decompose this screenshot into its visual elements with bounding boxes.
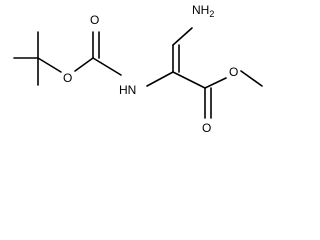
bond-carbonyl-to-nh — [92, 57, 122, 76]
carbamate-single-oxygen-label: O — [63, 71, 72, 85]
chemical-structure: NH2 HN O O O O — [13, 3, 263, 135]
bond-oxygen-to-carbonyl — [74, 57, 94, 72]
ester-single-oxygen-label: O — [229, 65, 238, 79]
ester-double-oxygen-label: O — [202, 121, 211, 135]
amine-label: NH2 — [192, 3, 214, 19]
bond-ester-to-oxygen — [204, 77, 227, 89]
bond-nh-to-alpha-carbon — [146, 71, 174, 87]
bond-alpha-to-ester-carbon — [172, 71, 206, 89]
bond-tbu-to-oxygen — [37, 57, 62, 73]
amine-subscript-text: 2 — [209, 9, 214, 19]
amide-nh-label: HN — [119, 83, 136, 97]
carbamate-double-oxygen-label: O — [90, 13, 99, 27]
bond-oxygen-to-methyl — [240, 70, 263, 87]
amine-n-text: NH — [192, 3, 209, 17]
bond-alkene-to-amine — [172, 27, 193, 46]
